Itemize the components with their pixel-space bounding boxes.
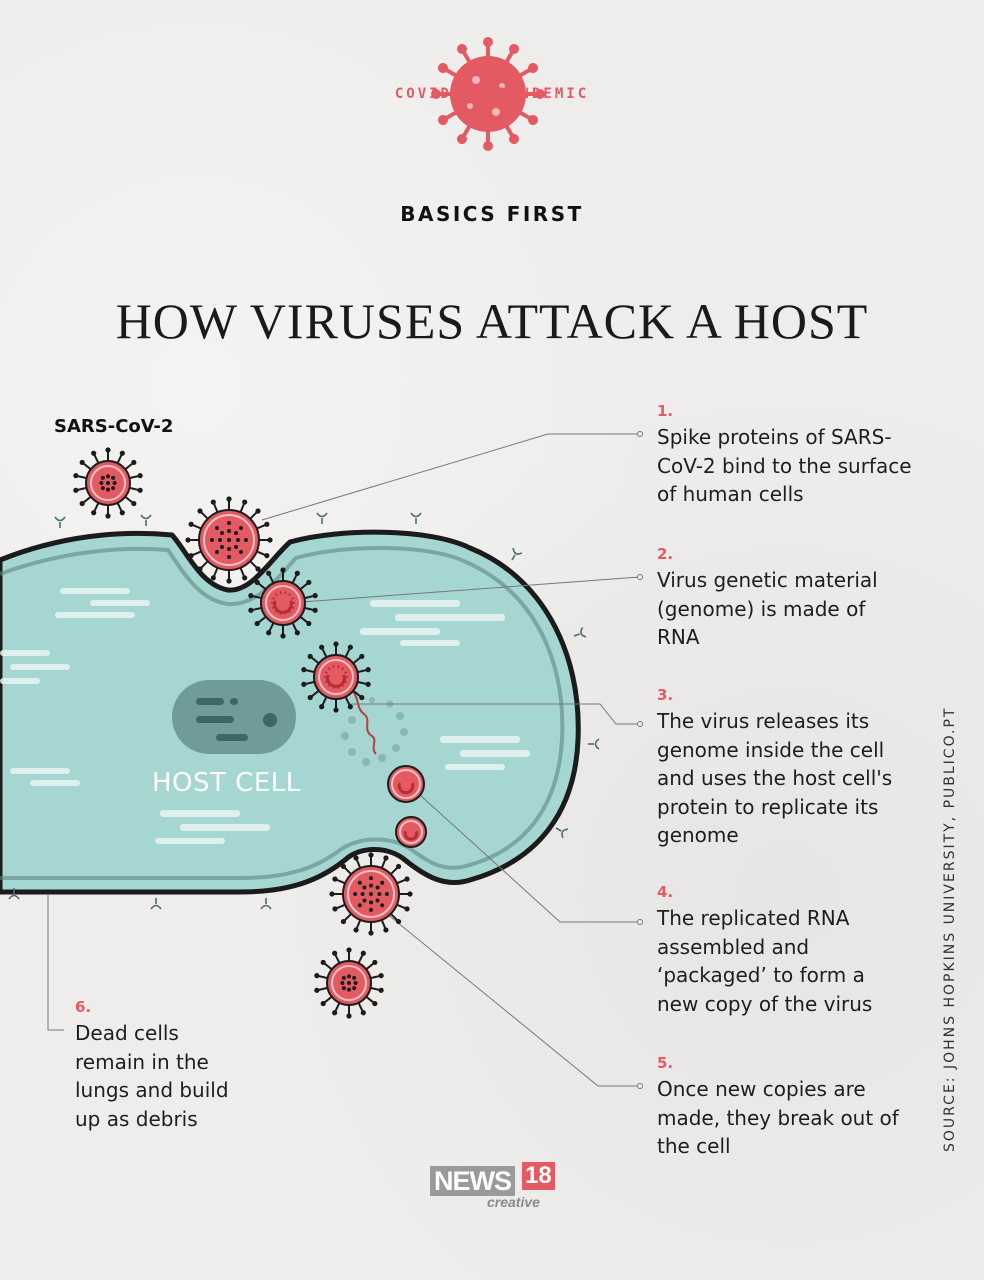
step-5: 5. Once new copies are made, they break …: [657, 1054, 907, 1161]
logo-number: 18: [522, 1162, 555, 1190]
virus-label: SARS-CoV-2: [54, 416, 174, 437]
news18-creative-logo: NEWS 18 creative: [430, 1162, 560, 1212]
step-text: The replicated RNA assembled and ‘packag…: [657, 906, 873, 1016]
virus-particle-icon: [329, 852, 413, 936]
logo-tagline: creative: [487, 1194, 540, 1210]
new-virus-copy-icon: [395, 816, 427, 848]
receptor-icon: [8, 888, 20, 900]
receptor-icon: [316, 512, 328, 524]
step-1: 1. Spike proteins of SARS-CoV-2 bind to …: [657, 402, 927, 509]
step-4: 4. The replicated RNA assembled and ‘pac…: [657, 883, 907, 1018]
logo-news: NEWS: [430, 1166, 515, 1196]
receptor-icon: [410, 512, 422, 524]
step-number: 3.: [657, 686, 674, 704]
cell-receptors: [8, 512, 600, 910]
step-text: Virus genetic material (genome) is made …: [657, 568, 878, 649]
step-2: 2. Virus genetic material (genome) is ma…: [657, 545, 907, 652]
receptor-icon: [150, 898, 162, 910]
step-text: Spike proteins of SARS-CoV-2 bind to the…: [657, 425, 912, 506]
virus-particle-icon: [314, 947, 384, 1019]
step-text: The virus releases its genome inside the…: [657, 709, 893, 847]
receptor-icon: [573, 627, 587, 638]
virus-particle-icon: [248, 567, 318, 639]
page-title: HOW VIRUSES ATTACK A HOST: [115, 293, 869, 349]
step-text: Dead cells remain in the lungs and build…: [75, 1021, 229, 1131]
receptor-icon: [588, 738, 600, 750]
covid-badge-icon: [431, 37, 545, 151]
virus-particle-icon: [185, 496, 273, 584]
step-number: 2.: [657, 545, 674, 563]
receptor-icon: [555, 827, 569, 839]
nucleus: [172, 680, 296, 754]
virus-particle-icon: [301, 641, 371, 713]
subtitle: BASICS FIRST: [400, 202, 584, 226]
badge-label: COVID-19 PANDEMIC: [394, 86, 590, 102]
leader-lines: [47, 431, 643, 1089]
receptor-icon: [260, 898, 272, 910]
step-number: 5.: [657, 1054, 674, 1072]
step-3: 3. The virus releases its genome inside …: [657, 686, 907, 850]
step-text: Once new copies are made, they break out…: [657, 1077, 899, 1158]
receptor-icon: [140, 514, 152, 526]
step-number: 4.: [657, 883, 674, 901]
receptor-icon: [511, 547, 523, 561]
receptor-icon: [54, 516, 66, 528]
source-credit: SOURCE: JOHNS HOPKINS UNIVERSITY, PUBLIC…: [942, 706, 958, 1152]
host-cell-label: HOST CELL: [152, 768, 301, 798]
step-number: 1.: [657, 402, 674, 420]
step-number: 6.: [75, 998, 92, 1016]
virus-particle-icon: [73, 447, 143, 519]
cell-streaks: [0, 588, 530, 844]
new-virus-copy-icon: [387, 765, 425, 803]
step-6: 6. Dead cells remain in the lungs and bu…: [75, 998, 235, 1133]
